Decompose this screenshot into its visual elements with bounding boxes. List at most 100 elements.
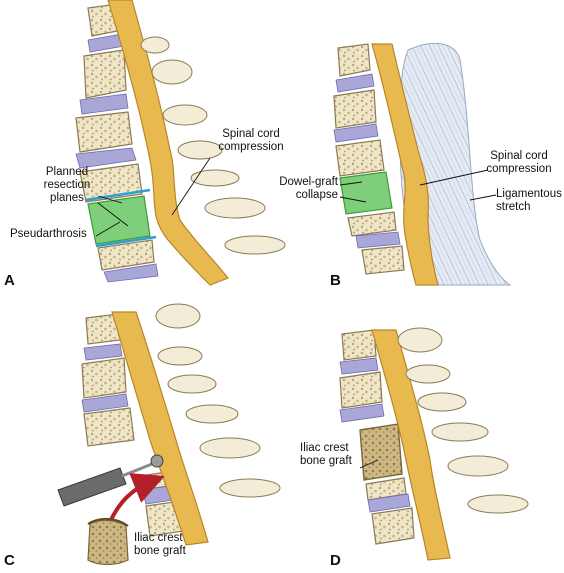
panel-b-vertebra-1: [337, 43, 371, 77]
panel-d-disc-1: [339, 357, 379, 375]
panel-a-label-cord-line-1: Spinal cord: [222, 128, 280, 140]
panel-c-burr-tip: [150, 454, 164, 468]
panel-a-label-planned-line-3: planes: [50, 192, 84, 204]
panel-c-instrument-shaft: [121, 462, 153, 478]
panel-a-spinous-process-4: [177, 140, 223, 160]
panel-c: [57, 303, 281, 566]
panel-a-spinous-process-3: [162, 104, 208, 126]
panel-b-label-cord-line-2: compression: [486, 163, 552, 175]
panel-a-resection-plane-upper: [85, 188, 151, 202]
panel-c-spinous-process-4: [185, 404, 239, 424]
panel-a-vertebral-bodies: [75, 3, 159, 283]
panel-c-vertebra-2: [81, 357, 127, 399]
panel-d: [339, 327, 529, 561]
panel-b-vertebra-2: [333, 89, 377, 129]
panel-a-vertebra-5: [97, 239, 155, 271]
panel-a-disc-2: [79, 93, 129, 115]
panel-d-spinous-process-1: [397, 327, 443, 353]
panel-c-label-graft-line-2: bone graft: [134, 545, 186, 557]
panel-d-spinous-process-6: [467, 494, 529, 514]
panel-d-disc-2: [339, 403, 385, 423]
panel-b-disc-4: [355, 231, 401, 249]
panel-b-disc-1: [335, 73, 375, 93]
panel-d-label-iliac-crest-bone-graft: Iliac crest bone graft: [300, 442, 352, 468]
panel-c-insertion-arrow: [108, 473, 165, 523]
panel-d-letter: D: [330, 552, 341, 569]
panel-d-leader-line: [359, 459, 379, 469]
panel-c-spinous-process-1: [155, 303, 201, 329]
panel-d-vertebra-1: [341, 329, 377, 361]
panel-b-vertebra-3: [335, 139, 385, 177]
panel-c-spinous-process-3: [167, 374, 217, 394]
panel-b-vertebra-4: [347, 211, 397, 237]
panel-b-label-lig-line-2: stretch: [496, 201, 531, 213]
panel-c-spinous-process-5: [199, 437, 261, 459]
panel-d-vertebra-5: [371, 507, 415, 545]
panel-a-leader-lines: [95, 157, 211, 237]
panel-a-spinous-process-2: [151, 59, 193, 85]
panel-c-spinal-cord: [111, 311, 209, 546]
panel-c-vertebra-3: [83, 407, 135, 447]
panel-c-letter: C: [4, 552, 15, 569]
panel-a-label-planned-resection-planes: Planned resection planes: [34, 166, 100, 205]
panel-a-disc-3: [75, 147, 137, 169]
panel-b-dowel-graft: [339, 171, 393, 215]
panel-c-spinous-process-2: [157, 346, 203, 366]
panel-c-disc-1: [83, 343, 123, 361]
panel-d-disc-4: [367, 493, 411, 513]
panel-a-vertebra-2: [83, 49, 127, 99]
panel-d-vertebra-2: [339, 371, 383, 409]
panel-b-vertebral-bodies: [333, 43, 405, 275]
panel-b-label-lig-line-1: Ligamentous: [496, 188, 562, 200]
panel-c-graft-cortex: [87, 518, 129, 527]
panel-c-graft-block: [87, 519, 129, 566]
panel-d-graft-in-place: [359, 423, 403, 481]
panel-a-spinous-process-7: [224, 235, 286, 255]
panel-a-spinous-process-6: [204, 197, 266, 219]
panel-a-label-cord-line-2: compression: [218, 141, 284, 153]
panel-a-spinal-cord: [107, 0, 229, 286]
panel-a-vertebra-3: [75, 111, 133, 153]
panel-d-label-graft-line-2: bone graft: [300, 455, 352, 467]
panel-a-label-spinal-cord-compression: Spinal cord compression: [208, 128, 294, 154]
panel-b-label-spinal-cord-compression: Spinal cord compression: [476, 150, 562, 176]
panel-a-spinous-process-1: [140, 36, 170, 54]
panel-a: [75, 0, 286, 286]
panel-c-disc-2: [81, 393, 129, 413]
panel-d-spinous-process-2: [405, 364, 451, 384]
panel-a-disc-5: [103, 263, 159, 283]
panel-d-spinous-process-3: [417, 392, 467, 412]
panel-c-iliac-crest-graft: [87, 518, 129, 566]
panel-d-vertebral-bodies: [339, 329, 415, 545]
panel-b-label-dowel-graft-collapse: Dowel-graft collapse: [268, 176, 338, 202]
panel-d-spinous-process-4: [431, 422, 489, 442]
panel-b-leader-lines: [339, 169, 497, 203]
panel-c-burr-instrument: [57, 454, 164, 507]
panel-c-instrument-handle: [57, 467, 127, 507]
panel-a-spinous-process-5: [190, 169, 240, 187]
panel-b-disc-2: [333, 123, 379, 143]
panel-b-spinal-cord: [371, 43, 439, 286]
panel-a-label-planned-line-1: Planned: [45, 166, 89, 178]
panel-b-label-ligamentous-stretch: Ligamentous stretch: [496, 188, 562, 214]
panel-b-label-dowel-line-1: Dowel-graft: [279, 176, 338, 188]
panel-c-label-graft-line-1: Iliac crest: [134, 532, 183, 544]
panel-b-label-dowel-line-2: collapse: [295, 189, 338, 201]
panel-c-posterior-elements: [155, 303, 281, 498]
panel-a-resection-plane-lower: [95, 235, 157, 248]
panel-b-label-cord-line-1: Spinal cord: [490, 150, 548, 162]
panel-a-label-pseudarthrosis: Pseudarthrosis: [10, 228, 87, 240]
panel-c-spinous-process-6: [219, 478, 281, 498]
panel-b: [333, 42, 512, 286]
panel-b-vertebra-5: [361, 245, 405, 275]
panel-a-letter: A: [4, 272, 15, 289]
panel-d-posterior-elements: [397, 327, 529, 514]
panel-d-label-graft-line-1: Iliac crest: [300, 442, 349, 454]
panel-a-posterior-elements: [140, 36, 286, 255]
panel-a-label-planned-line-2: resection: [43, 179, 91, 191]
panel-d-spinal-cord: [371, 329, 451, 561]
panel-b-letter: B: [330, 272, 341, 289]
panel-d-spinous-process-5: [447, 455, 509, 477]
panel-c-label-iliac-crest-bone-graft: Iliac crest bone graft: [134, 532, 186, 558]
